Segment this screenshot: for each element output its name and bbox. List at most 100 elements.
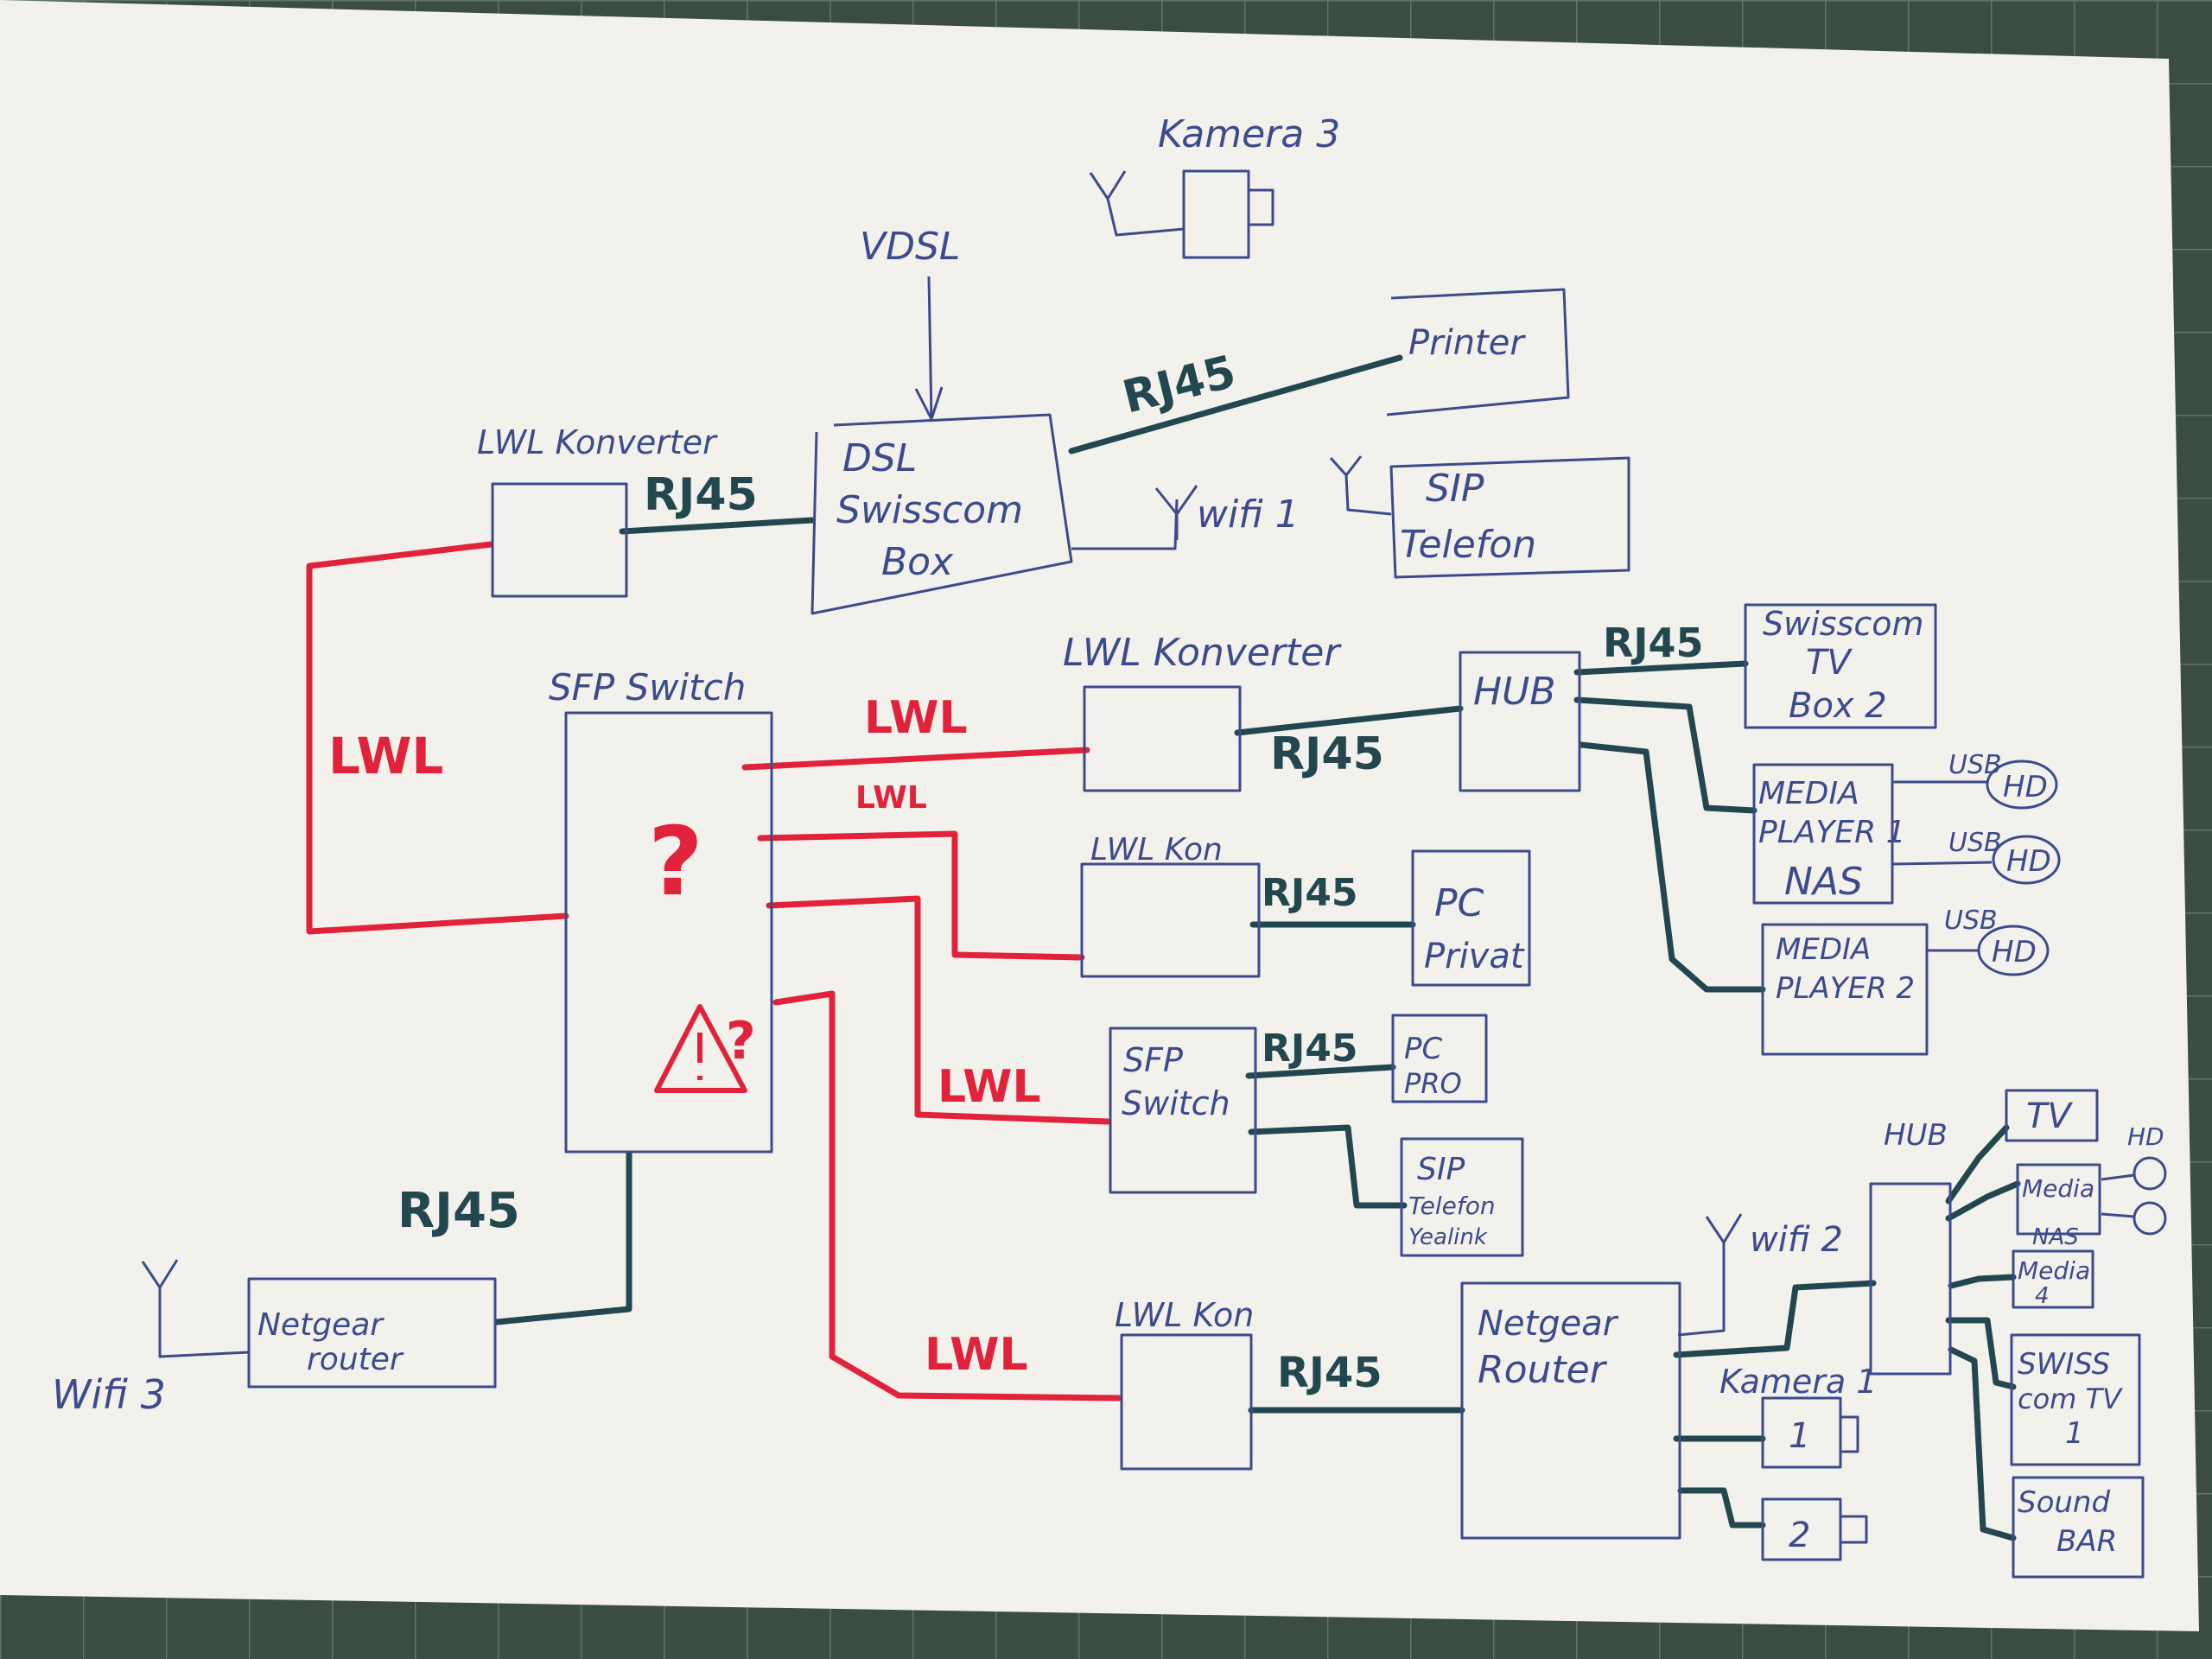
rj45-cable-hub-swisscomtv (1945, 1317, 2017, 1390)
printer-label: Printer (1408, 323, 1526, 363)
paper-sheet (0, 0, 2199, 1631)
sip-label-1: SIP (1426, 467, 1484, 511)
rj45-label-f: RJ45 (1262, 1027, 1357, 1071)
netgear-router-label-2: Router (1478, 1348, 1608, 1392)
hd1-label: HD (2003, 770, 2048, 804)
pc-privat-box (1411, 849, 1531, 987)
swisscomtv1-box (2010, 1333, 2141, 1466)
lwl-label-a: LWL (328, 727, 443, 785)
wifi3-antenna (141, 1259, 250, 1358)
mp2-box (1761, 923, 1929, 1056)
rj45-cable-lwl-dsl (619, 517, 816, 535)
hd2-label: HD (2006, 844, 2051, 879)
rj45-label-c: RJ45 (1270, 728, 1384, 780)
rj45-label-a: RJ45 (644, 469, 758, 521)
rj45-label-e: RJ45 (1262, 871, 1357, 915)
lwl-converter-top-box (491, 482, 628, 598)
hd3-label: HD (1992, 935, 2037, 969)
soundbar-label-1: Sound (2018, 1485, 2110, 1520)
rj45-label-d: RJ45 (1603, 620, 1704, 666)
lwl-label-b: LWL (864, 692, 968, 744)
lwl-label-e: LWL (925, 1329, 1028, 1381)
lwl-converter-mid-box (1083, 685, 1242, 792)
kam1-label: 1 (1789, 1416, 1810, 1456)
media-nas-label-2: NAS (2032, 1224, 2079, 1250)
kamera3-antenna (1089, 170, 1185, 237)
vdsl-label: VDSL (860, 225, 960, 269)
lwl-cable-top (306, 541, 569, 935)
rj45-cable-hub-media4 (1948, 1274, 2017, 1289)
mp1-box (1752, 763, 1894, 905)
rj45-cable-lwl-hub (1234, 705, 1464, 736)
lwl-cable-3 (766, 895, 1111, 1125)
mp1-label-3: NAS (1784, 860, 1863, 904)
usb1-label: USB (1948, 750, 2002, 780)
netgear-router-label-1: Netgear (1478, 1304, 1619, 1344)
netgear-small-label-2: router (307, 1342, 404, 1377)
kamera1-label: Kamera 1 (1719, 1363, 1877, 1401)
warning-triangle (654, 1004, 747, 1093)
lwl-konverter-top-label: LWL Konverter (477, 423, 718, 461)
rj45-cable-sfp-sip (1248, 1124, 1408, 1209)
wifi2-label: wifi 2 (1750, 1220, 1843, 1260)
rj45-cable-hub-mp2 (1578, 741, 1766, 993)
pc-privat-label-2: Privat (1424, 937, 1525, 976)
sip-yealink-box (1400, 1137, 1524, 1257)
mp1-label-2: PLAYER 1 (1758, 815, 1906, 850)
lwl-kon2-box (1120, 1333, 1253, 1471)
dsl-label-2: Swisscom (836, 488, 1023, 532)
sip-y-label-2: Telefon (1408, 1192, 1496, 1220)
question-mark: ? (648, 806, 703, 917)
rj45-label-g: RJ45 (397, 1183, 520, 1239)
soundbar-label-2: BAR (2056, 1524, 2117, 1559)
kamera3-lens (1247, 188, 1274, 226)
hd-small-disk-1 (2133, 1156, 2167, 1191)
tvbox2-box (1744, 603, 1937, 729)
pc-pro-label-1: PC (1404, 1032, 1443, 1066)
dsl-label-3: Box (881, 540, 954, 584)
rj45-cable-hub-tvbox2 (1573, 660, 1749, 676)
media-nas-label-1: Media (2022, 1174, 2094, 1203)
mp2-label-2: PLAYER 2 (1776, 971, 1915, 1006)
sip-y-label-3: Yealink (1408, 1224, 1488, 1250)
kam2-box (1761, 1497, 1842, 1561)
media4-label-1: Media (2018, 1256, 2090, 1285)
mp1-label-1: MEDIA (1758, 776, 1859, 811)
wifi1-label: wifi 1 (1197, 493, 1300, 537)
lwl-label-c: LWL (855, 780, 927, 816)
pc-pro-label-2: PRO (1404, 1067, 1462, 1100)
sfp-switch2-label-2: Switch (1122, 1084, 1230, 1122)
wifi2-antenna (1677, 1213, 1743, 1337)
hd-small-disk-2 (2133, 1201, 2167, 1236)
rj45-cable-switch-netgear (493, 1150, 632, 1325)
swisscomtv1-label-1: SWISS (2018, 1347, 2110, 1382)
mp2-label-1: MEDIA (1776, 932, 1871, 967)
pc-pro-box (1391, 1014, 1488, 1103)
warning-symbols (654, 1004, 747, 1093)
rj45-label-h: RJ45 (1277, 1349, 1382, 1397)
lwl-cable-4 (772, 990, 1122, 1402)
swisscomtv1-label-3: 1 (2065, 1416, 2084, 1451)
hub1-box (1459, 651, 1581, 792)
lwl-cables (306, 541, 1122, 1402)
sfp-switch-box (564, 711, 773, 1154)
wifi1-antenna (1154, 485, 1198, 540)
dsl-label-1: DSL (842, 436, 917, 480)
lwl-kon2-label: LWL Kon (1115, 1296, 1254, 1334)
lwl-label-d: LWL (938, 1061, 1041, 1113)
usb2-line (1891, 861, 1993, 866)
sip-telefon-box (1389, 456, 1630, 579)
sip-y-label-1: SIP (1417, 1152, 1465, 1187)
netgear-small-label-1: Netgear (257, 1307, 385, 1343)
soundbar-box (2012, 1476, 2145, 1579)
sfp-switch-label: SFP Switch (549, 666, 746, 709)
lwl-kon1-label: LWL Kon (1090, 832, 1223, 868)
tv-box (2005, 1089, 2099, 1142)
rj45-cables (493, 354, 2021, 1541)
hub1-label: HUB (1473, 670, 1555, 714)
rj45-cable-hub-tv (1945, 1124, 2010, 1205)
netgear-small-box (247, 1277, 497, 1389)
hd-small-label: HD (2127, 1122, 2164, 1151)
rj45-cable-dsl-printer (1068, 354, 1403, 454)
